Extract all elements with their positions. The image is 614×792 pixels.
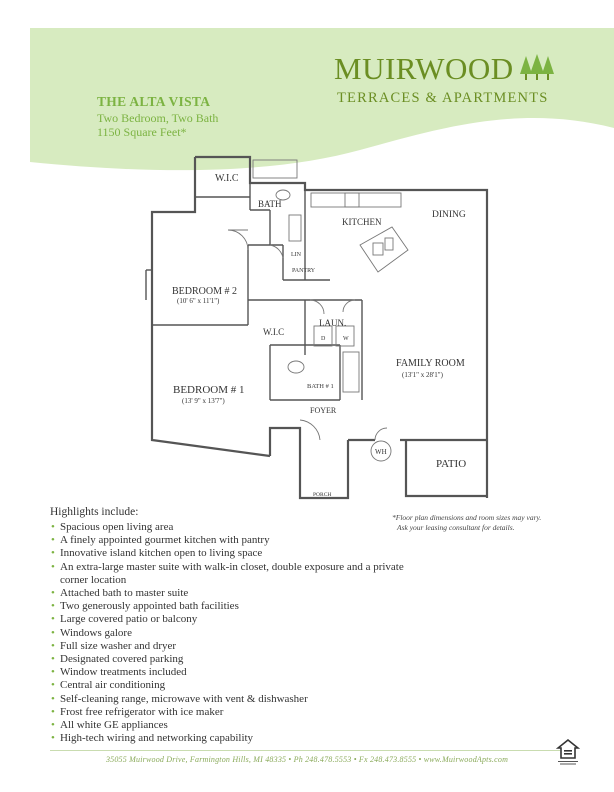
- muirwood-logo[interactable]: MUIRWOOD TERRACES & APARTMENTS: [334, 52, 574, 112]
- room-label-bedroom2: BEDROOM # 2: [172, 286, 237, 297]
- highlight-item: Two generously appointed bath facilities: [51, 600, 472, 613]
- room-label-bath: BATH: [258, 199, 282, 209]
- highlight-item-continued: corner location: [60, 573, 127, 586]
- highlight-item: High-tech wiring and networking capabili…: [51, 732, 472, 745]
- footer-divider: [50, 750, 560, 751]
- equal-housing-opportunity-icon: [556, 738, 580, 765]
- room-label-family-room: FAMILY ROOM: [396, 358, 465, 369]
- highlight-item: Attached bath to master suite: [51, 587, 472, 600]
- room-label-patio: PATIO: [436, 458, 466, 470]
- room-label-wh: WH: [375, 448, 387, 456]
- highlight-item: Windows galore: [51, 627, 472, 640]
- highlights-list: Spacious open living area A finely appoi…: [51, 521, 472, 746]
- room-label-lin: LIN: [291, 252, 302, 258]
- room-label-kitchen: KITCHEN: [342, 217, 382, 227]
- room-label-wic-mid: W.I.C: [263, 327, 284, 337]
- room-label-bedroom1-dim: (13' 9" x 13'7"): [182, 397, 225, 405]
- appliance-label-washer: W: [343, 336, 349, 342]
- square-feet: 1150 Square Feet*: [97, 125, 187, 139]
- room-label-pantry: PANTRY: [292, 268, 316, 274]
- plan-name: THE ALTA VISTA: [97, 94, 211, 109]
- room-label-porch: PORCH: [313, 492, 331, 498]
- highlight-item: Full size washer and dryer: [51, 640, 472, 653]
- highlight-item: A finely appointed gourmet kitchen with …: [51, 534, 472, 547]
- room-label-foyer: FOYER: [310, 406, 337, 415]
- footer-contact: 35055 Muirwood Drive, Farmington Hills, …: [105, 755, 509, 764]
- appliance-label-dryer: D: [321, 336, 326, 342]
- highlights-title: Highlights include:: [50, 506, 139, 518]
- highlight-item: Window treatments included: [51, 666, 472, 679]
- room-label-bath1: BATH # 1: [307, 383, 334, 390]
- room-label-dining: DINING: [432, 210, 466, 220]
- room-label-laundry: LAUN.: [319, 318, 346, 328]
- room-label-wic-top: W.I.C: [215, 173, 239, 184]
- floor-plan: W.I.C BATH KITCHEN DINING LIN PANTRY BED…: [145, 155, 489, 500]
- highlight-item: Frost free refrigerator with ice maker: [51, 706, 472, 719]
- room-label-family-room-dim: (13'1" x 28'1"): [402, 371, 444, 379]
- highlight-item: Innovative island kitchen open to living…: [51, 547, 472, 560]
- room-label-bedroom1: BEDROOM # 1: [173, 384, 245, 396]
- header-wave: [30, 28, 614, 171]
- highlight-item: All white GE appliances: [51, 719, 472, 732]
- pine-trees-icon: [520, 54, 554, 80]
- logo-tagline: TERRACES & APARTMENTS: [337, 90, 549, 106]
- highlight-item: An extra-large master suite with walk-in…: [51, 561, 472, 574]
- highlight-item: Self-cleaning range, microwave with vent…: [51, 693, 472, 706]
- highlight-item: Designated covered parking: [51, 653, 472, 666]
- logo-name: MUIRWOOD: [334, 51, 514, 86]
- plan-type: Two Bedroom, Two Bath: [97, 111, 219, 125]
- disclaimer-line-1: *Floor plan dimensions and room sizes ma…: [392, 513, 542, 522]
- highlight-item: Spacious open living area: [51, 521, 472, 534]
- highlight-item: Large covered patio or balcony: [51, 613, 472, 626]
- room-label-bedroom2-dim: (10' 6" x 11'1"): [177, 297, 220, 305]
- highlight-item: Central air conditioning: [51, 679, 472, 692]
